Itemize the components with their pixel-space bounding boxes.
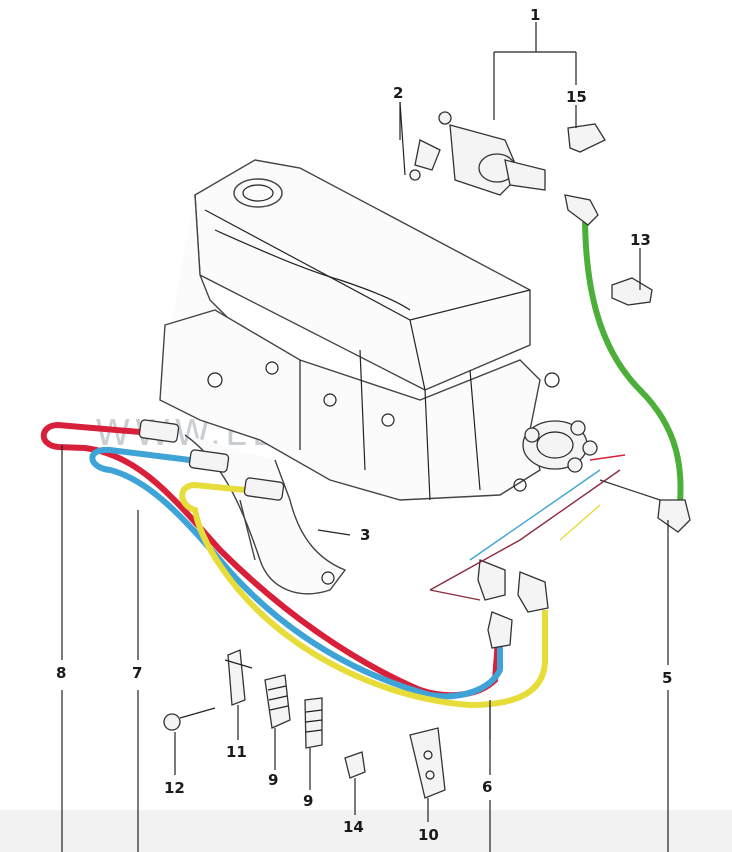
callout-12: 12 bbox=[164, 779, 185, 797]
part-10-holder bbox=[409, 727, 446, 799]
wire-5-boot-top bbox=[564, 194, 599, 226]
callout-15: 15 bbox=[566, 88, 587, 106]
distributor bbox=[522, 420, 598, 473]
oil-filler-cap bbox=[233, 178, 283, 208]
callout-10: 10 bbox=[418, 826, 439, 844]
wire-5-coil-lead bbox=[582, 214, 684, 506]
callout-2: 2 bbox=[393, 84, 403, 102]
callout-8: 8 bbox=[56, 664, 66, 682]
callout-14: 14 bbox=[343, 818, 364, 836]
bottom-band bbox=[0, 810, 732, 852]
part-13-clip bbox=[611, 277, 653, 306]
callout-13: 13 bbox=[630, 231, 651, 249]
part-12-bolt bbox=[163, 707, 216, 731]
wire-5-boot-bottom bbox=[657, 499, 691, 533]
part-15-clip bbox=[567, 123, 606, 153]
wire-6-spark-lead bbox=[179, 481, 548, 709]
callout-7: 7 bbox=[132, 664, 142, 682]
callout-9a: 9 bbox=[268, 771, 278, 789]
part-9-connector-a bbox=[264, 674, 291, 729]
distributor-side-boots bbox=[477, 559, 549, 649]
coil-bracket-bolt bbox=[399, 101, 441, 181]
wire-7-spark-lead bbox=[89, 446, 503, 700]
callout-1: 1 bbox=[530, 6, 540, 24]
part-11-bracket bbox=[224, 649, 253, 706]
ignition-coil bbox=[438, 111, 546, 196]
part-14-clip bbox=[344, 751, 366, 779]
engine-block bbox=[159, 159, 598, 595]
leader-lines bbox=[61, 22, 669, 852]
part-9-connector-b bbox=[304, 697, 323, 749]
spark-plug-boots bbox=[138, 419, 285, 501]
callout-5: 5 bbox=[662, 669, 672, 687]
callout-6: 6 bbox=[482, 778, 492, 796]
callout-3: 3 bbox=[360, 526, 370, 544]
callout-11: 11 bbox=[226, 743, 247, 761]
callout-9b: 9 bbox=[303, 792, 313, 810]
